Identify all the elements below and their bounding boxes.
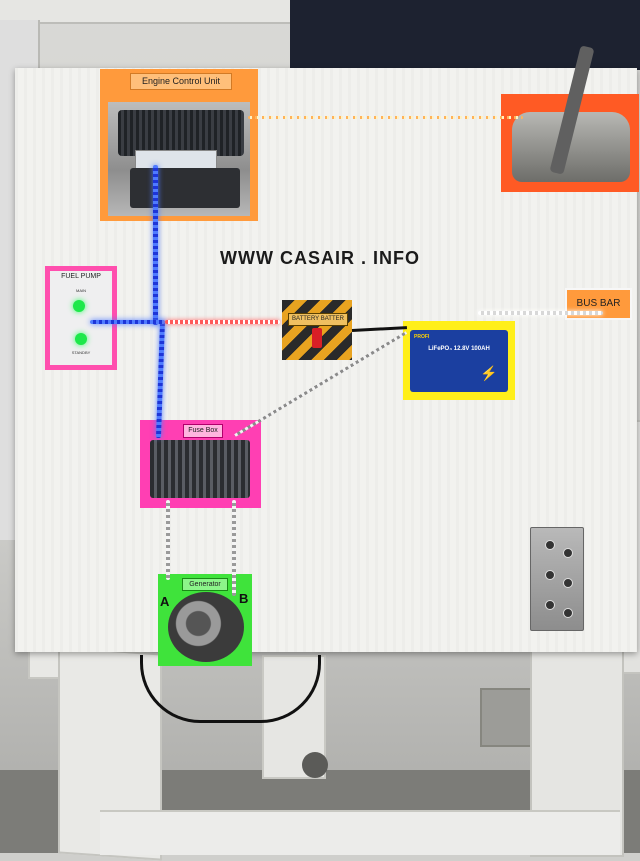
bus-bar-label: BUS BAR <box>565 288 632 320</box>
led-strip-bus-bar <box>478 311 603 315</box>
battery-spec: LiFePO₄ 12.8V 100AH <box>428 346 490 352</box>
fuel-pump-standby-label: STANDBY <box>71 350 91 355</box>
stand-front-plank <box>100 810 620 855</box>
fuse-box-label: Fuse Box <box>183 424 223 438</box>
led-strip-ignition <box>248 116 523 119</box>
fuel-pump-main-label: MAIN <box>76 288 86 293</box>
lifepo-battery <box>410 330 508 392</box>
ecu-module <box>118 110 244 156</box>
led-strip-generator-b <box>232 500 236 596</box>
switch-plate <box>530 527 584 631</box>
plate-knob[interactable] <box>545 540 555 550</box>
generator-label: Generator <box>182 578 228 591</box>
fuel-pump-label: FUEL PUMP <box>61 273 101 280</box>
plate-knob[interactable] <box>563 578 573 588</box>
battery-master-switch[interactable] <box>312 328 322 348</box>
ceiling-beam <box>0 0 290 24</box>
ecu-label: Engine Control Unit <box>130 73 232 90</box>
fuse-box <box>150 440 250 498</box>
led-strip-generator-a <box>166 500 170 580</box>
generator-terminal-a: A <box>160 594 170 609</box>
fuel-pump-standby-switch[interactable] <box>75 333 87 345</box>
battery-switch-label: BATTERY BATTER <box>288 313 348 326</box>
plate-knob[interactable] <box>545 600 555 610</box>
ecu-connector <box>130 168 240 208</box>
plate-knob[interactable] <box>563 608 573 618</box>
board-title: WWW CASAIR . INFO <box>220 248 420 268</box>
battery-brand: PROFI <box>414 334 430 340</box>
plate-knob[interactable] <box>563 548 573 558</box>
generator-terminal-b: B <box>239 591 249 606</box>
plate-knob[interactable] <box>545 570 555 580</box>
led-strip-fuel-pump <box>90 320 165 324</box>
fuel-pump-panel <box>50 271 112 365</box>
fuel-pump-main-switch[interactable] <box>73 300 85 312</box>
floor-junction-box <box>302 752 328 778</box>
led-strip-battery-feed <box>165 320 280 324</box>
generator <box>168 592 244 662</box>
led-strip-ecu-vertical <box>153 165 158 325</box>
lightning-bolt-icon: ⚡ <box>480 365 498 381</box>
